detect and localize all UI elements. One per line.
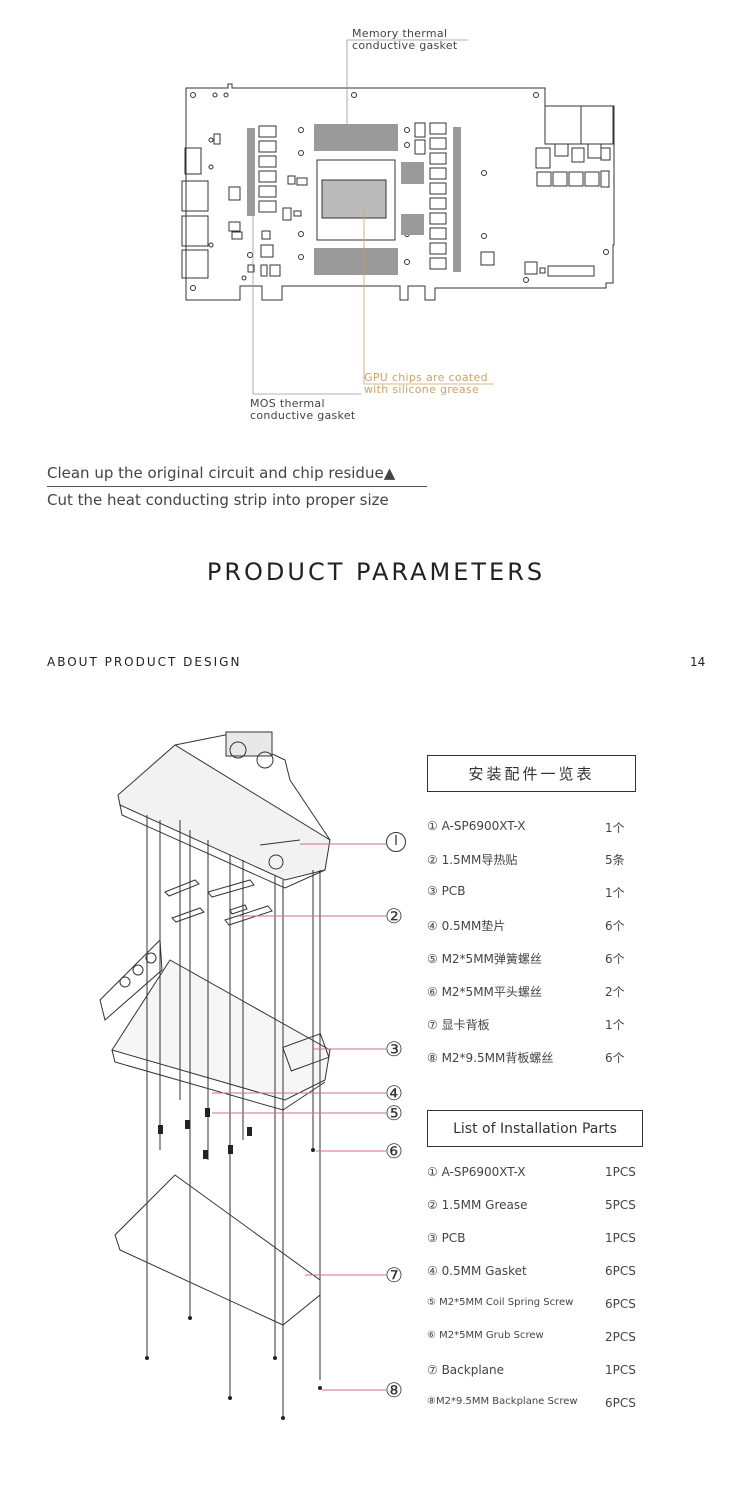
row-name: ⑧ M2*9.5MM背板螺丝 [427, 1051, 554, 1065]
section-title: ABOUT PRODUCT DESIGN [47, 655, 242, 669]
callout-4: ④ [385, 1081, 403, 1105]
row-name: ③ PCB [427, 884, 466, 898]
callout-6: ⑥ [385, 1139, 403, 1163]
cn-table-row: ⑥ M2*5MM平头螺丝 2个 [427, 983, 645, 1000]
label-line: conductive gasket [250, 409, 356, 422]
en-table-title: List of Installation Parts [427, 1110, 643, 1147]
row-name: ② 1.5MM Grease [427, 1198, 528, 1212]
description-line-1: Clean up the original circuit and chip r… [47, 464, 395, 482]
row-qty: 6PCS [605, 1297, 636, 1311]
cn-table-row: ③ PCB 1个 [427, 884, 645, 901]
row-qty: 1个 [605, 821, 625, 835]
row-name: ⑥ M2*5MM平头螺丝 [427, 985, 542, 999]
row-name: ② 1.5MM导热贴 [427, 853, 518, 867]
row-qty: 6个 [605, 952, 625, 966]
label-gpu-grease: GPU chips are coated with silicone greas… [364, 372, 488, 396]
row-name: ⑦ 显卡背板 [427, 1018, 490, 1032]
callout-2: ② [385, 904, 403, 928]
en-table-row: ③ PCB 1PCS [427, 1231, 645, 1245]
label-line: conductive gasket [352, 39, 458, 52]
row-qty: 1PCS [605, 1363, 636, 1377]
label-line: Memory thermal [352, 27, 448, 40]
cn-table-row: ① A-SP6900XT-X 1个 [427, 819, 645, 836]
row-qty: 6个 [605, 919, 625, 933]
row-name: ④ 0.5MM垫片 [427, 919, 506, 933]
en-table-row: ② 1.5MM Grease 5PCS [427, 1198, 645, 1212]
en-table-row: ⑧M2*9.5MM Backplane Screw 6PCS [427, 1396, 645, 1410]
description-divider [47, 486, 427, 487]
row-name: ⑤ M2*5MM弹簧螺丝 [427, 952, 542, 966]
row-qty: 1PCS [605, 1165, 636, 1179]
cn-table-row: ⑤ M2*5MM弹簧螺丝 6个 [427, 950, 645, 967]
row-name: ④ 0.5MM Gasket [427, 1264, 527, 1278]
en-table-row: ⑥ M2*5MM Grub Screw 2PCS [427, 1330, 645, 1344]
label-mos-gasket: MOS thermal conductive gasket [250, 398, 356, 422]
row-name: ⑧M2*9.5MM Backplane Screw [427, 1396, 578, 1407]
callout-5: ⑤ [385, 1101, 403, 1125]
cn-table-row: ④ 0.5MM垫片 6个 [427, 917, 645, 934]
en-table-row: ⑤ M2*5MM Coil Spring Screw 6PCS [427, 1297, 645, 1311]
cn-table-row: ② 1.5MM导热贴 5条 [427, 851, 645, 868]
row-qty: 1个 [605, 1018, 625, 1032]
cn-table-row: ⑦ 显卡背板 1个 [427, 1016, 645, 1033]
row-qty: 1个 [605, 886, 625, 900]
callout-8: ⑧ [385, 1378, 403, 1402]
row-qty: 6PCS [605, 1396, 636, 1410]
description-line-2: Cut the heat conducting strip into prope… [47, 491, 389, 509]
row-name: ① A-SP6900XT-X [427, 1165, 526, 1179]
row-qty: 6PCS [605, 1264, 636, 1278]
cn-table-title: 安装配件一览表 [427, 755, 636, 792]
en-table-row: ① A-SP6900XT-X 1PCS [427, 1165, 645, 1179]
row-name: ① A-SP6900XT-X [427, 819, 526, 833]
row-name: ⑤ M2*5MM Coil Spring Screw [427, 1297, 574, 1308]
callout-1: Ⅰ [386, 832, 406, 852]
row-name: ⑥ M2*5MM Grub Screw [427, 1330, 544, 1341]
row-name: ③ PCB [427, 1231, 466, 1245]
page-number: 14 [690, 655, 706, 669]
row-qty: 6个 [605, 1051, 625, 1065]
row-name: ⑦ Backplane [427, 1363, 504, 1377]
description-text: Clean up the original circuit and chip r… [47, 464, 384, 482]
en-table-row: ⑦ Backplane 1PCS [427, 1363, 645, 1377]
label-line: MOS thermal [250, 397, 325, 410]
row-qty: 1PCS [605, 1231, 636, 1245]
en-table-row: ④ 0.5MM Gasket 6PCS [427, 1264, 645, 1278]
label-line: with silicone grease [364, 383, 480, 396]
row-qty: 5条 [605, 853, 625, 867]
label-memory-gasket: Memory thermal conductive gasket [352, 28, 458, 52]
label-line: GPU chips are coated [364, 371, 488, 384]
row-qty: 5PCS [605, 1198, 636, 1212]
pcb-diagram [181, 39, 615, 395]
triangle-up-icon: ▲ [383, 464, 396, 482]
exploded-assembly-diagram [99, 731, 386, 1420]
row-qty: 2PCS [605, 1330, 636, 1344]
row-qty: 2个 [605, 985, 625, 999]
cn-table-row: ⑧ M2*9.5MM背板螺丝 6个 [427, 1049, 645, 1066]
callout-3: ③ [385, 1037, 403, 1061]
product-parameters-title: PRODUCT PARAMETERS [206, 558, 546, 586]
callout-7: ⑦ [385, 1263, 403, 1287]
